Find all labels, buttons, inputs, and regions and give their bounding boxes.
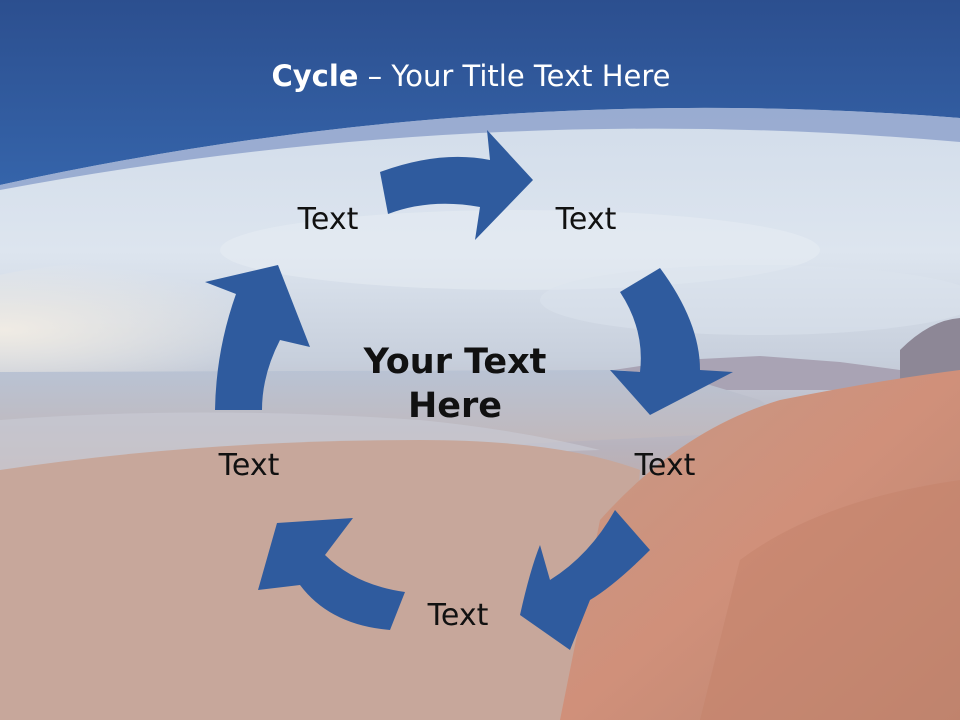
node-label-top-right: Text xyxy=(555,202,617,237)
cycle-arrow-left xyxy=(205,265,310,410)
node-label-left: Text xyxy=(218,448,280,483)
cycle-arrow-top xyxy=(380,130,533,240)
title-bold: Cycle xyxy=(271,59,359,93)
cycle-arrow-right xyxy=(610,268,733,415)
title-rest: – Your Title Text Here xyxy=(358,59,671,93)
cycle-arrow-lower-right xyxy=(520,510,650,650)
center-text: Your Text Here xyxy=(363,342,547,426)
node-label-bottom: Text xyxy=(427,598,489,633)
slide-title: Cycle – Your Title Text Here xyxy=(0,54,942,98)
cycle-arrows xyxy=(205,130,733,650)
node-label-right: Text xyxy=(634,448,696,483)
node-label-top-left: Text xyxy=(297,202,359,237)
cycle-arrow-bottom xyxy=(258,518,405,630)
